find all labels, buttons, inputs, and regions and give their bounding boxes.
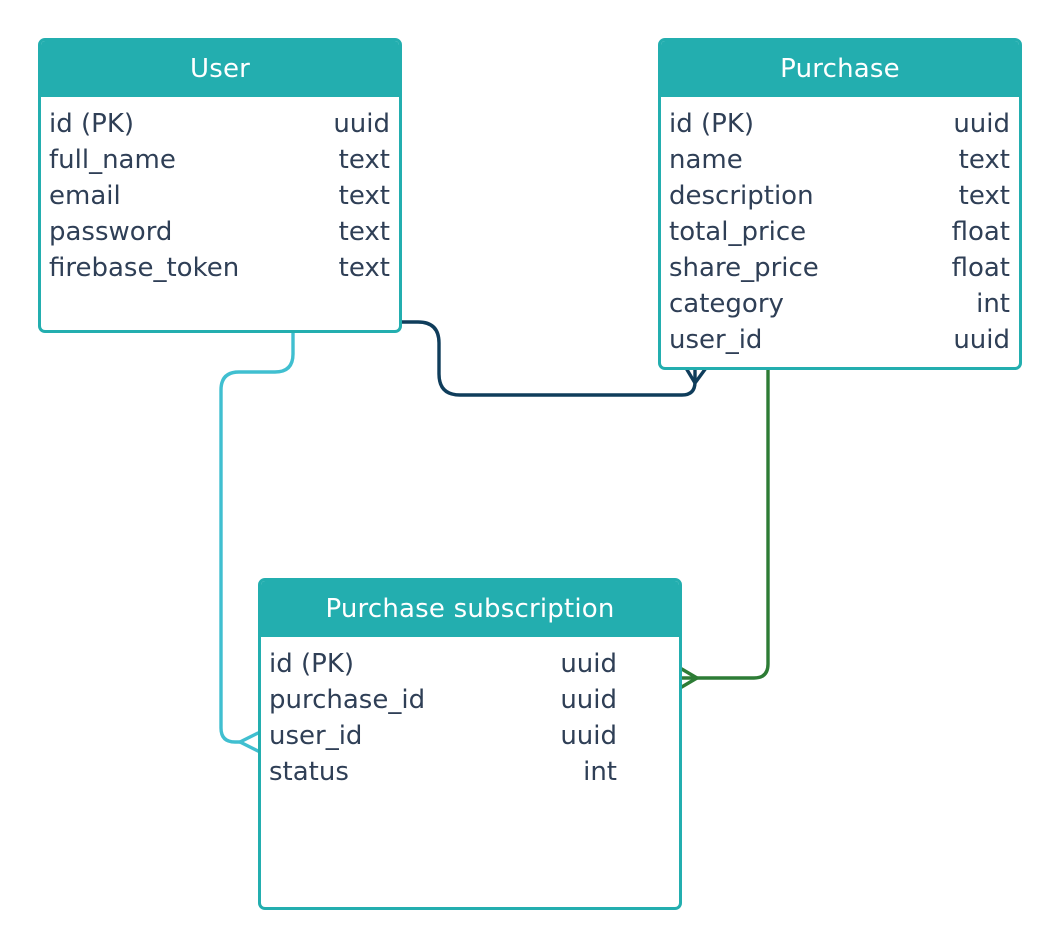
field-name: name bbox=[669, 145, 743, 175]
subscription-field-status: status int bbox=[261, 754, 626, 790]
entity-user-table: User id (PK) uuid full_name text email t… bbox=[38, 38, 402, 333]
entity-purchase-table: Purchase id (PK) uuid name text descript… bbox=[658, 38, 1022, 370]
field-type: text bbox=[958, 181, 1010, 211]
purchase-subscription-line bbox=[680, 367, 770, 680]
entity-purchase-subscription-table: Purchase subscription id (PK) uuid purch… bbox=[258, 578, 682, 910]
field-name: status bbox=[269, 757, 349, 787]
entity-purchase-title: Purchase bbox=[661, 41, 1019, 97]
field-type: uuid bbox=[953, 109, 1010, 139]
subscription-field-purchase-id: purchase_id uuid bbox=[261, 682, 626, 718]
field-name: firebase_token bbox=[49, 253, 240, 283]
field-name: user_id bbox=[269, 721, 363, 751]
entity-purchase-subscription-title: Purchase subscription bbox=[261, 581, 679, 637]
entity-user-fields: id (PK) uuid full_name text email text p… bbox=[41, 97, 399, 286]
field-name: purchase_id bbox=[269, 685, 426, 715]
field-type: float bbox=[951, 217, 1010, 247]
subscription-field-user-id: user_id uuid bbox=[261, 718, 626, 754]
field-name: password bbox=[49, 217, 173, 247]
field-type: text bbox=[338, 217, 390, 247]
user-field-full-name: full_name text bbox=[41, 142, 399, 178]
field-name: share_price bbox=[669, 253, 819, 283]
field-type: text bbox=[338, 145, 390, 175]
purchase-field-share-price: share_price float bbox=[661, 250, 1019, 286]
field-type: uuid bbox=[953, 325, 1010, 355]
purchase-field-category: category int bbox=[661, 286, 1019, 322]
purchase-field-user-id: user_id uuid bbox=[661, 322, 1019, 358]
field-name: full_name bbox=[49, 145, 176, 175]
field-name: id (PK) bbox=[669, 109, 755, 139]
subscription-field-id: id (PK) uuid bbox=[261, 646, 626, 682]
entity-user-title: User bbox=[41, 41, 399, 97]
purchase-subscription-crowfoot bbox=[678, 666, 699, 690]
user-purchase-line bbox=[398, 320, 697, 397]
entity-purchase-subscription-fields: id (PK) uuid purchase_id uuid user_id uu… bbox=[261, 637, 679, 790]
purchase-field-id: id (PK) uuid bbox=[661, 106, 1019, 142]
field-type: uuid bbox=[333, 109, 390, 139]
user-field-id: id (PK) uuid bbox=[41, 106, 399, 142]
user-field-email: email text bbox=[41, 178, 399, 214]
purchase-field-total-price: total_price float bbox=[661, 214, 1019, 250]
field-name: id (PK) bbox=[49, 109, 135, 139]
purchase-field-name: name text bbox=[661, 142, 1019, 178]
user-purchase-crowfoot bbox=[684, 366, 708, 385]
field-name: description bbox=[669, 181, 814, 211]
field-type: uuid bbox=[560, 721, 617, 751]
field-name: category bbox=[669, 289, 784, 319]
field-type: text bbox=[338, 181, 390, 211]
user-subscription-crowfoot bbox=[238, 731, 260, 753]
purchase-field-description: description text bbox=[661, 178, 1019, 214]
field-type: float bbox=[951, 253, 1010, 283]
field-type: uuid bbox=[560, 649, 617, 679]
field-type: text bbox=[338, 253, 390, 283]
user-field-password: password text bbox=[41, 214, 399, 250]
field-type: int bbox=[583, 757, 617, 787]
field-type: text bbox=[958, 145, 1010, 175]
field-type: uuid bbox=[560, 685, 617, 715]
field-type: int bbox=[976, 289, 1010, 319]
field-name: email bbox=[49, 181, 121, 211]
user-field-firebase-token: firebase_token text bbox=[41, 250, 399, 286]
relation-purchase-to-subscription bbox=[678, 367, 770, 690]
field-name: id (PK) bbox=[269, 649, 355, 679]
field-name: total_price bbox=[669, 217, 807, 247]
entity-purchase-fields: id (PK) uuid name text description text … bbox=[661, 97, 1019, 358]
field-name: user_id bbox=[669, 325, 763, 355]
